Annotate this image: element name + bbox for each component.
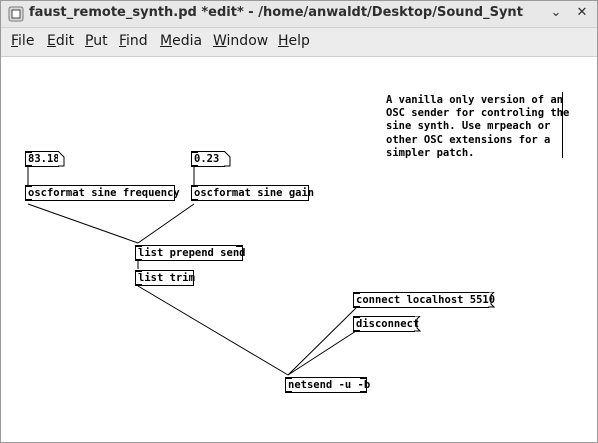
outlet[interactable] — [25, 165, 32, 167]
object-oscformat-gain[interactable]: oscformat sine gain — [191, 185, 314, 201]
comment-width-handle[interactable] — [562, 92, 563, 158]
outlet[interactable] — [353, 306, 360, 308]
outlet[interactable] — [353, 330, 360, 332]
minimize-button[interactable]: ⌄ — [547, 4, 565, 22]
wire — [287, 307, 357, 376]
outlet[interactable] — [135, 259, 142, 261]
title-bar[interactable]: faust_remote_synth.pd *edit* - /home/anw… — [1, 1, 597, 28]
wire — [137, 285, 289, 376]
menu-window[interactable]: Window — [213, 33, 269, 49]
patch-wires — [27, 167, 357, 376]
inlet[interactable] — [360, 377, 367, 379]
outlet[interactable] — [360, 391, 367, 393]
inlet[interactable] — [353, 292, 360, 294]
menu-file[interactable]: File — [11, 33, 35, 49]
wire — [137, 203, 195, 244]
window-title: faust_remote_synth.pd *edit* - /home/anw… — [29, 5, 524, 20]
menu-edit[interactable]: Edit — [47, 33, 75, 49]
outlet[interactable] — [285, 391, 292, 393]
close-button[interactable]: ✕ — [573, 4, 591, 22]
wire — [287, 330, 357, 376]
wire — [27, 203, 139, 244]
outlet[interactable] — [25, 199, 32, 201]
menu-media[interactable]: Media — [160, 33, 203, 49]
inlet[interactable] — [285, 377, 292, 379]
inlet[interactable] — [135, 245, 142, 247]
object-netsend[interactable]: netsend -u -b — [285, 377, 370, 393]
number-box-gain[interactable]: 0.23 — [191, 151, 231, 167]
outlet[interactable] — [191, 165, 198, 167]
menu-find[interactable]: Find — [119, 33, 148, 49]
inlet[interactable] — [135, 270, 142, 272]
pd-app-icon — [8, 6, 24, 22]
inlet[interactable] — [191, 151, 198, 153]
menu-help[interactable]: Help — [278, 33, 310, 49]
patch-comment[interactable]: A vanilla only version of an OSC sender … — [386, 94, 570, 159]
inlet[interactable] — [236, 245, 243, 247]
inlet[interactable] — [25, 185, 32, 187]
inlet[interactable] — [191, 185, 198, 187]
number-box-frequency[interactable]: 83.18 — [25, 151, 65, 167]
inlet[interactable] — [353, 316, 360, 318]
object-list-prepend[interactable]: list prepend send — [135, 245, 245, 261]
outlet[interactable] — [135, 284, 142, 286]
close-icon: ✕ — [576, 5, 588, 20]
menu-put[interactable]: Put — [85, 33, 108, 49]
menu-bar: File Edit Put Find Media Window Help — [1, 28, 597, 57]
minimize-icon: ⌄ — [550, 5, 562, 20]
object-oscformat-frequency[interactable]: oscformat sine frequency — [25, 185, 180, 201]
message-connect[interactable]: connect localhost 5510 — [353, 292, 495, 308]
outlet[interactable] — [191, 199, 198, 201]
inlet[interactable] — [25, 151, 32, 153]
message-disconnect[interactable]: disconnect — [353, 316, 421, 332]
patch-canvas[interactable]: A vanilla only version of an OSC sender … — [1, 57, 597, 442]
object-list-trim[interactable]: list trim — [135, 270, 195, 286]
